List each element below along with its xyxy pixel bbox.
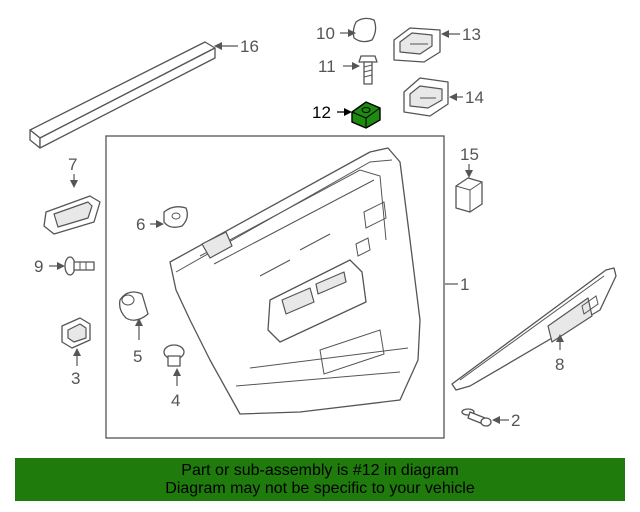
part-14-switch-block[interactable] — [403, 77, 463, 117]
part-7-pull-handle[interactable] — [43, 174, 101, 235]
part-4-push-pin[interactable] — [163, 344, 185, 386]
callout-16: 16 — [240, 37, 259, 56]
callout-8: 8 — [555, 355, 564, 374]
part-10-cap[interactable] — [340, 17, 377, 43]
part-9-bolt[interactable] — [49, 256, 95, 276]
callout-12: 12 — [312, 103, 331, 122]
part-16-trim-strip[interactable] — [29, 41, 238, 149]
part-1-door-trim-panel[interactable] — [169, 147, 458, 415]
part-11-screw[interactable] — [343, 55, 378, 85]
callout-4: 4 — [171, 391, 180, 410]
parts-diagram: 16 10 11 12 13 — [29, 17, 617, 439]
callout-11: 11 — [318, 57, 336, 76]
callout-14: 14 — [465, 88, 484, 107]
callout-13: 13 — [462, 25, 481, 44]
callout-6: 6 — [136, 215, 145, 234]
info-banner: Part or sub-assembly is #12 in diagram D… — [15, 458, 625, 501]
callout-2: 2 — [511, 411, 520, 430]
part-12-clip-highlighted[interactable] — [337, 101, 381, 129]
banner-line-2: Diagram may not be specific to your vehi… — [165, 479, 475, 497]
callout-3: 3 — [71, 369, 80, 388]
part-2-screw[interactable] — [461, 408, 509, 427]
callout-10: 10 — [316, 24, 335, 43]
callout-1: 1 — [460, 275, 469, 294]
callout-7: 7 — [68, 155, 77, 174]
callout-5: 5 — [133, 347, 142, 366]
part-3-clip[interactable] — [61, 317, 91, 366]
part-13-window-switch[interactable] — [393, 27, 460, 63]
door-panel-frame-box — [105, 135, 445, 439]
part-8-armrest-trim[interactable] — [451, 267, 617, 391]
part-6-cover[interactable] — [150, 206, 188, 228]
part-5-grommet[interactable] — [118, 291, 149, 340]
part-15-bracket[interactable] — [455, 164, 483, 213]
banner-line-1: Part or sub-assembly is #12 in diagram — [181, 461, 459, 479]
callout-15: 15 — [460, 145, 479, 164]
callout-9: 9 — [34, 257, 43, 276]
